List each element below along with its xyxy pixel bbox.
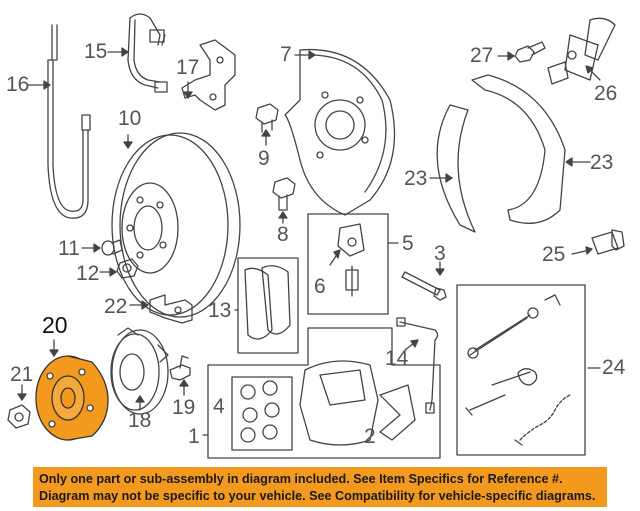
callout-14: 14 bbox=[385, 347, 409, 370]
dust-shield-part-7 bbox=[284, 48, 396, 216]
callout-11: 11 bbox=[58, 237, 80, 260]
brake-pads-part-13 bbox=[234, 257, 299, 354]
wear-sensor-part-14 bbox=[396, 317, 439, 414]
screw-part-11 bbox=[81, 239, 123, 256]
wheel-hub-part-20 bbox=[35, 339, 109, 441]
callout-26: 26 bbox=[594, 82, 618, 105]
callout-10: 10 bbox=[118, 107, 142, 130]
callout-22: 22 bbox=[104, 295, 128, 318]
adjuster-part-25 bbox=[571, 229, 625, 255]
callout-4: 4 bbox=[213, 395, 225, 418]
callout-20: 20 bbox=[42, 312, 68, 338]
rotor-part-10 bbox=[111, 132, 241, 318]
disclaimer-line-2: Diagram may not be specific to your vehi… bbox=[39, 489, 596, 503]
callout-23-left: 23 bbox=[404, 167, 428, 190]
bracket-part-17 bbox=[181, 39, 236, 111]
bearing-part-18 bbox=[110, 327, 169, 415]
bolt-part-19 bbox=[169, 355, 191, 396]
caliper-bracket-box-part-5 bbox=[307, 213, 399, 315]
caliper-assembly-part-1 bbox=[202, 327, 441, 459]
callout-27: 27 bbox=[470, 44, 494, 67]
callout-6: 6 bbox=[314, 275, 326, 298]
callout-2: 2 bbox=[364, 425, 376, 448]
callout-24: 24 bbox=[602, 356, 626, 379]
callout-5: 5 bbox=[402, 232, 414, 255]
brake-hose-part-16 bbox=[27, 24, 91, 219]
callout-21: 21 bbox=[10, 363, 34, 386]
callout-8: 8 bbox=[277, 223, 289, 246]
callout-18: 18 bbox=[128, 409, 152, 432]
hardware-kit-part-24 bbox=[456, 284, 601, 456]
guide-bolt-part-3 bbox=[401, 261, 447, 301]
callout-9: 9 bbox=[258, 147, 270, 170]
callout-25: 25 bbox=[542, 243, 566, 266]
bolt-part-9 bbox=[255, 103, 279, 146]
callout-12: 12 bbox=[76, 262, 100, 285]
callout-3: 3 bbox=[434, 242, 446, 265]
callout-19: 19 bbox=[172, 396, 196, 419]
nut-part-12 bbox=[99, 258, 139, 279]
callout-23-right: 23 bbox=[590, 151, 614, 174]
brake-line-part-15 bbox=[107, 13, 168, 93]
disclaimer-line-1: Only one part or sub-assembly in diagram… bbox=[39, 472, 563, 486]
bolt-part-8 bbox=[272, 177, 296, 224]
callout-17: 17 bbox=[176, 56, 200, 79]
callout-13: 13 bbox=[208, 299, 232, 322]
callout-16: 16 bbox=[6, 73, 30, 96]
axle-nut-part-21 bbox=[7, 384, 31, 429]
bolt-part-27 bbox=[497, 41, 546, 63]
bracket-part-22 bbox=[129, 294, 193, 324]
callout-1: 1 bbox=[188, 425, 200, 448]
callout-15: 15 bbox=[84, 40, 108, 63]
speed-sensor-part-26 bbox=[547, 17, 616, 85]
parking-brake-shoes-part-23 bbox=[429, 74, 591, 233]
callout-7: 7 bbox=[280, 43, 292, 66]
disclaimer-banner: Only one part or sub-assembly in diagram… bbox=[33, 467, 607, 507]
